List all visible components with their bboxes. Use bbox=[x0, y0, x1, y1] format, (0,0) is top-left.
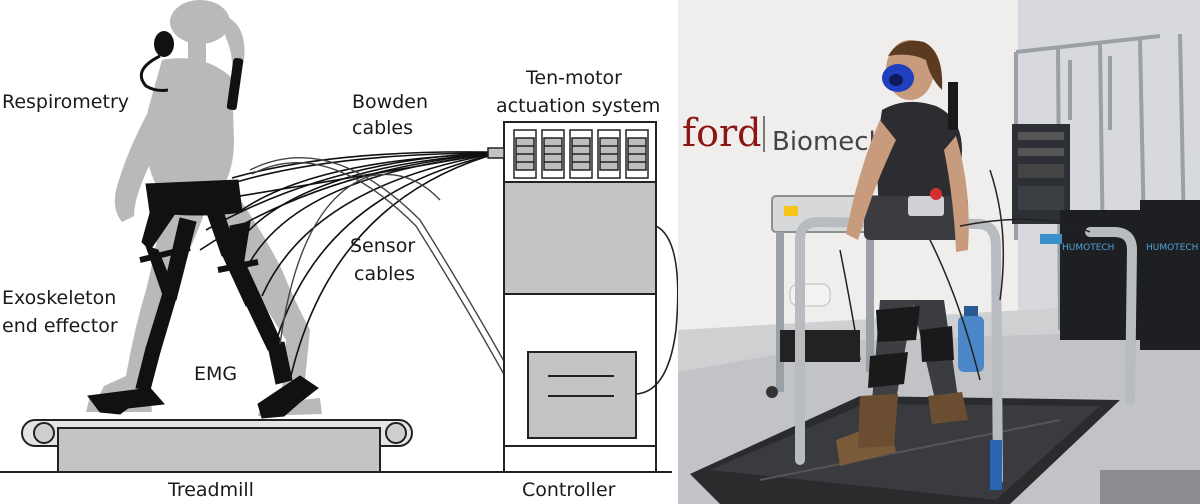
motor-spool bbox=[513, 129, 537, 179]
rack-sign-right: HUMOTECH bbox=[1146, 243, 1198, 253]
walking-person bbox=[836, 40, 984, 466]
exoskeleton-end-effector bbox=[87, 179, 319, 419]
label-exoskeleton-2: end effector bbox=[2, 315, 118, 337]
sensor-cables bbox=[249, 157, 511, 379]
label-respirometry: Respirometry bbox=[2, 91, 129, 113]
label-emg: EMG bbox=[194, 363, 237, 385]
lab-photo: ford Biomecha bbox=[678, 0, 1200, 504]
motor-spool bbox=[625, 129, 649, 179]
bowden-cables bbox=[177, 151, 489, 381]
rack-sign-left: HUMOTECH bbox=[1062, 243, 1114, 253]
label-treadmill: Treadmill bbox=[167, 479, 254, 501]
label-bowden-cables-2: cables bbox=[352, 117, 413, 139]
label-sensor-cables-2: cables bbox=[354, 263, 415, 285]
motor-spools bbox=[513, 129, 649, 179]
motor-spool bbox=[541, 129, 565, 179]
treadmill bbox=[0, 419, 672, 473]
photo-cables bbox=[839, 169, 1091, 381]
instrument-cart bbox=[766, 195, 883, 398]
label-bowden-cables-1: Bowden bbox=[352, 91, 428, 113]
label-controller: Controller bbox=[522, 479, 616, 501]
label-sensor-cables-1: Sensor bbox=[350, 235, 415, 257]
motor-spool bbox=[597, 129, 621, 179]
diagram-labels: Respirometry Bowden cables Ten-motor act… bbox=[2, 67, 660, 501]
schematic-diagram: Respirometry Bowden cables Ten-motor act… bbox=[0, 0, 679, 501]
label-ten-motor-1: Ten-motor bbox=[525, 67, 622, 89]
respirometry-mask bbox=[139, 31, 244, 111]
motor-spool bbox=[569, 129, 593, 179]
label-exoskeleton-1: Exoskeleton bbox=[2, 287, 116, 309]
label-ten-motor-2: actuation system bbox=[496, 95, 660, 117]
wall-sign-ford: ford bbox=[682, 111, 761, 155]
controller-cabinet bbox=[487, 121, 679, 473]
